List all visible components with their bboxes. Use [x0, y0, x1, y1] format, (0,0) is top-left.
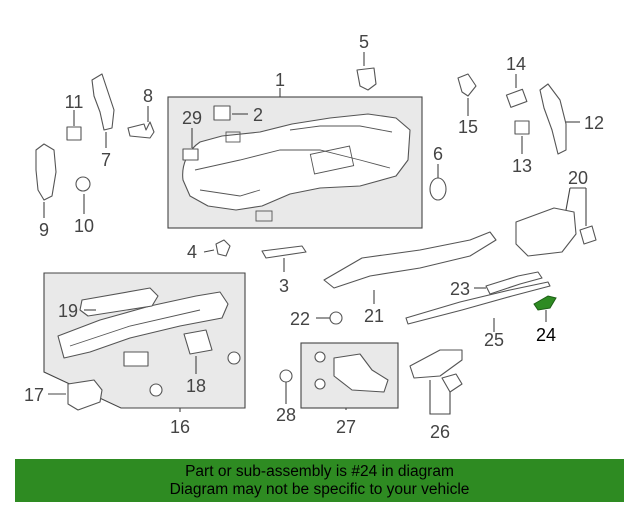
callout-28: 28 — [276, 405, 296, 425]
callout-27: 27 — [336, 417, 356, 437]
part-24-highlighted — [533, 295, 557, 311]
part-4-clip — [215, 239, 231, 257]
part-2-clip — [213, 105, 231, 121]
callout-25: 25 — [484, 330, 504, 350]
leader-lines — [43, 52, 587, 415]
part-12-bracket — [539, 83, 567, 155]
part-1-quarter-trim — [182, 113, 411, 222]
banner-line-1: Part or sub-assembly is #24 in diagram — [185, 462, 454, 480]
part-20-clip — [579, 225, 597, 245]
callout-17: 17 — [24, 385, 44, 405]
part-6-grommet — [429, 177, 447, 201]
callout-2: 2 — [253, 105, 263, 125]
part-26-clip — [441, 373, 463, 393]
callout-5: 5 — [359, 32, 369, 52]
part-10-fastener — [75, 176, 91, 192]
callout-10: 10 — [74, 216, 94, 236]
info-banner: Part or sub-assembly is #24 in diagram D… — [15, 459, 624, 502]
callout-21: 21 — [364, 306, 384, 326]
callout-12: 12 — [584, 113, 604, 133]
part-26-handle — [409, 349, 463, 379]
callout-19: 19 — [58, 301, 78, 321]
callout-18: 18 — [186, 376, 206, 396]
callout-6: 6 — [433, 144, 443, 164]
part-19-crossmember — [57, 287, 229, 359]
callout-7: 7 — [101, 150, 111, 170]
callout-11: 11 — [65, 92, 84, 112]
part-15-clip — [457, 73, 477, 97]
callout-23: 23 — [450, 279, 470, 299]
part-14-pad — [505, 88, 528, 108]
callout-16: 16 — [170, 417, 190, 437]
callout-3: 3 — [279, 276, 289, 296]
callout-29: 29 — [182, 108, 202, 128]
part-18-block — [123, 351, 149, 367]
part-8-bolt — [127, 121, 155, 139]
part-17-bracket — [67, 379, 103, 411]
callout-1: 1 — [275, 70, 285, 90]
part-28-fastener — [279, 369, 293, 383]
callout-9: 9 — [39, 220, 49, 240]
callout-22: 22 — [290, 309, 310, 329]
part-3-trim-strip — [261, 245, 307, 259]
part-21-rail — [323, 231, 497, 289]
part-25-weatherstrip — [405, 281, 551, 325]
part-18-bolt — [227, 351, 241, 365]
part-23-strip — [485, 271, 543, 295]
callout-15: 15 — [458, 117, 478, 137]
callout-26: 26 — [430, 422, 450, 442]
part-13-pad — [514, 120, 530, 135]
part-27-cover — [333, 353, 389, 393]
part-20-panel — [515, 207, 577, 257]
part-27-clip-a — [314, 351, 326, 363]
part-27-clip-b — [314, 378, 326, 390]
callout-13: 13 — [512, 156, 532, 176]
callout-8: 8 — [143, 86, 153, 106]
part-5-bracket — [356, 67, 377, 91]
part-29-clip — [182, 148, 199, 161]
banner-line-2: Diagram may not be specific to your vehi… — [169, 480, 470, 498]
callout-24: 24 — [536, 325, 556, 345]
part-11-clip — [66, 126, 82, 141]
part-7-bracket — [91, 73, 115, 131]
part-16-bolt — [149, 383, 163, 397]
callout-14: 14 — [506, 54, 526, 74]
callout-4: 4 — [187, 242, 197, 262]
part-18-bracket — [183, 329, 213, 355]
part-9-cover — [35, 143, 57, 201]
part-22-clip — [329, 311, 343, 325]
callout-20: 20 — [568, 168, 588, 188]
